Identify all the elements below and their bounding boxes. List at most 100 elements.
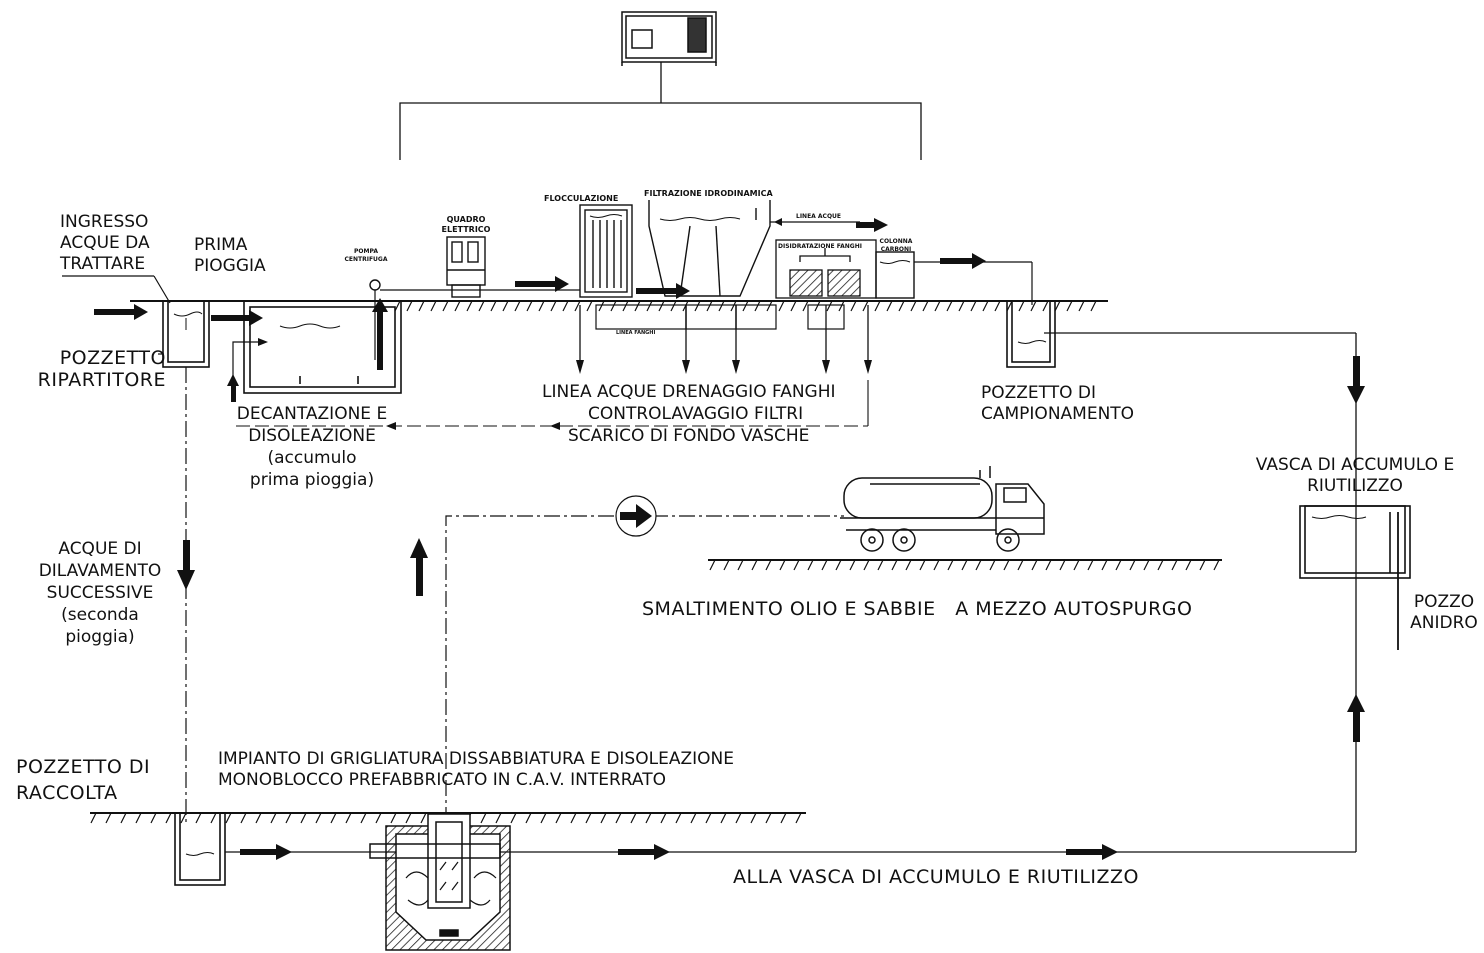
drain-arrowhead — [732, 360, 740, 374]
ground-hatch-tick — [905, 559, 912, 571]
ground-hatch-tick — [150, 812, 157, 824]
drain-return-line — [236, 380, 869, 430]
control-cabinet-icon — [621, 11, 717, 66]
ground-hatch-tick — [526, 300, 533, 312]
ground-hatch-tick — [502, 300, 509, 312]
ground-hatch-tick — [807, 559, 814, 571]
ground-hatch-tick — [750, 812, 757, 824]
drain-arrows — [576, 305, 872, 374]
label-smaltimento: SMALTIMENTO OLIO E SABBIE A MEZZO AUTOSP… — [642, 598, 1193, 620]
ground-hatch-tick — [874, 300, 881, 312]
ground-hatch-tick — [1066, 300, 1073, 312]
ground-hatch-tick — [1171, 559, 1178, 571]
label-pompa-centrifuga: POMPA CENTRIFUGA — [344, 248, 388, 263]
ground-hatch-tick — [658, 300, 665, 312]
label-disidratazione: DISIDRATAZIONE FANGHI — [778, 243, 862, 250]
label-scarico-fondo: SCARICO DI FONDO VASCHE — [568, 426, 810, 446]
label-prima-pioggia: PRIMA PIOGGIA — [194, 235, 266, 276]
lower-ground-hatch — [90, 812, 802, 824]
colonna-carboni — [875, 251, 915, 299]
riutilizzo-riser — [1347, 333, 1365, 852]
pozzetto-campionamento-tank — [1006, 300, 1056, 368]
pozzetto-ripartitore-tank — [162, 300, 210, 368]
ground-hatch-tick — [610, 300, 617, 312]
ground-hatch-tick — [751, 559, 758, 571]
ground-hatch-tick — [570, 812, 577, 824]
label-flocculazione: FLOCCULAZIONE — [544, 194, 619, 203]
ground-hatch-tick — [877, 559, 884, 571]
ground-hatch-tick — [285, 812, 292, 824]
quadro-elettrico-box — [446, 236, 486, 286]
ground-hatch-tick — [105, 812, 112, 824]
ground-hatch-tick — [1115, 559, 1122, 571]
ground-hatch-tick — [730, 300, 737, 312]
ground-hatch-tick — [675, 812, 682, 824]
label-acque-dilavamento: ACQUE DI DILAVAMENTO SUCCESSIVE (seconda… — [38, 539, 162, 647]
control-bracket — [399, 62, 922, 160]
ground-hatch-tick — [694, 300, 701, 312]
ground-hatch-tick — [562, 300, 569, 312]
ground-hatch-tick — [495, 812, 502, 824]
ground-hatch-tick — [180, 812, 187, 824]
ground-hatch-tick — [1031, 559, 1038, 571]
ground-hatch-tick — [1017, 559, 1024, 571]
ground-hatch-tick — [574, 300, 581, 312]
ground-hatch-tick — [1006, 300, 1013, 312]
ground-hatch-tick — [863, 559, 870, 571]
ground-hatch-tick — [1143, 559, 1150, 571]
label-pozzetto-ripartitore: POZZETTO RIPARTITORE — [37, 347, 166, 391]
ground-hatch-tick — [982, 300, 989, 312]
ground-hatch-tick — [1129, 559, 1136, 571]
ground-hatch-tick — [766, 300, 773, 312]
ground-hatch-tick — [165, 812, 172, 824]
ground-hatch-tick — [555, 812, 562, 824]
ground-hatch-tick — [933, 559, 940, 571]
ground-hatch-tick — [1059, 559, 1066, 571]
ground-hatch-tick — [300, 812, 307, 824]
ground-hatch-tick — [1054, 300, 1061, 312]
ground-hatch-tick — [862, 300, 869, 312]
ground-hatch-tick — [754, 300, 761, 312]
ground-hatch-tick — [1018, 300, 1025, 312]
ground-hatch-tick — [709, 559, 716, 571]
ground-hatch-tick — [645, 812, 652, 824]
ground-hatch-tick — [418, 300, 425, 312]
ground-hatch-tick — [1087, 559, 1094, 571]
ground-hatch-tick — [646, 300, 653, 312]
ground-hatch-tick — [255, 812, 262, 824]
autospurgo-line — [410, 495, 844, 823]
ground-hatch-tick — [898, 300, 905, 312]
ground-hatch-tick — [1003, 559, 1010, 571]
ground-hatch-tick — [826, 300, 833, 312]
linea-acque-flow — [770, 218, 888, 232]
ground-hatch-tick — [634, 300, 641, 312]
outlet-flow — [914, 253, 1033, 305]
upper-ground-hatch — [394, 300, 1097, 312]
ground-hatch-tick — [1042, 300, 1049, 312]
ground-hatch-tick — [946, 300, 953, 312]
ground-hatch-tick — [480, 812, 487, 824]
ground-hatch-tick — [835, 559, 842, 571]
ground-hatch-tick — [315, 812, 322, 824]
ground-hatch-tick — [622, 300, 629, 312]
ground-hatch-tick — [270, 812, 277, 824]
label-linea-acque-drenaggio: LINEA ACQUE DRENAGGIO FANGHI — [542, 382, 836, 402]
ground-hatch-tick — [1157, 559, 1164, 571]
ground-hatch-tick — [737, 559, 744, 571]
flocculazione-tank — [579, 204, 633, 298]
drain-arrowhead — [864, 360, 872, 374]
label-ingresso: INGRESSO ACQUE DA TRATTARE — [60, 212, 150, 274]
ground-hatch-tick — [849, 559, 856, 571]
label-quadro-elettrico: QUADRO ELETTRICO — [441, 215, 491, 234]
return-arrow — [227, 338, 268, 402]
ground-hatch-tick — [919, 559, 926, 571]
ground-hatch-tick — [1045, 559, 1052, 571]
ground-hatch-tick — [1090, 300, 1097, 312]
ground-hatch-tick — [330, 812, 337, 824]
ground-hatch-tick — [210, 812, 217, 824]
ground-hatch-tick — [886, 300, 893, 312]
ground-hatch-tick — [345, 812, 352, 824]
ground-hatch-tick — [550, 300, 557, 312]
ground-hatch-tick — [240, 812, 247, 824]
